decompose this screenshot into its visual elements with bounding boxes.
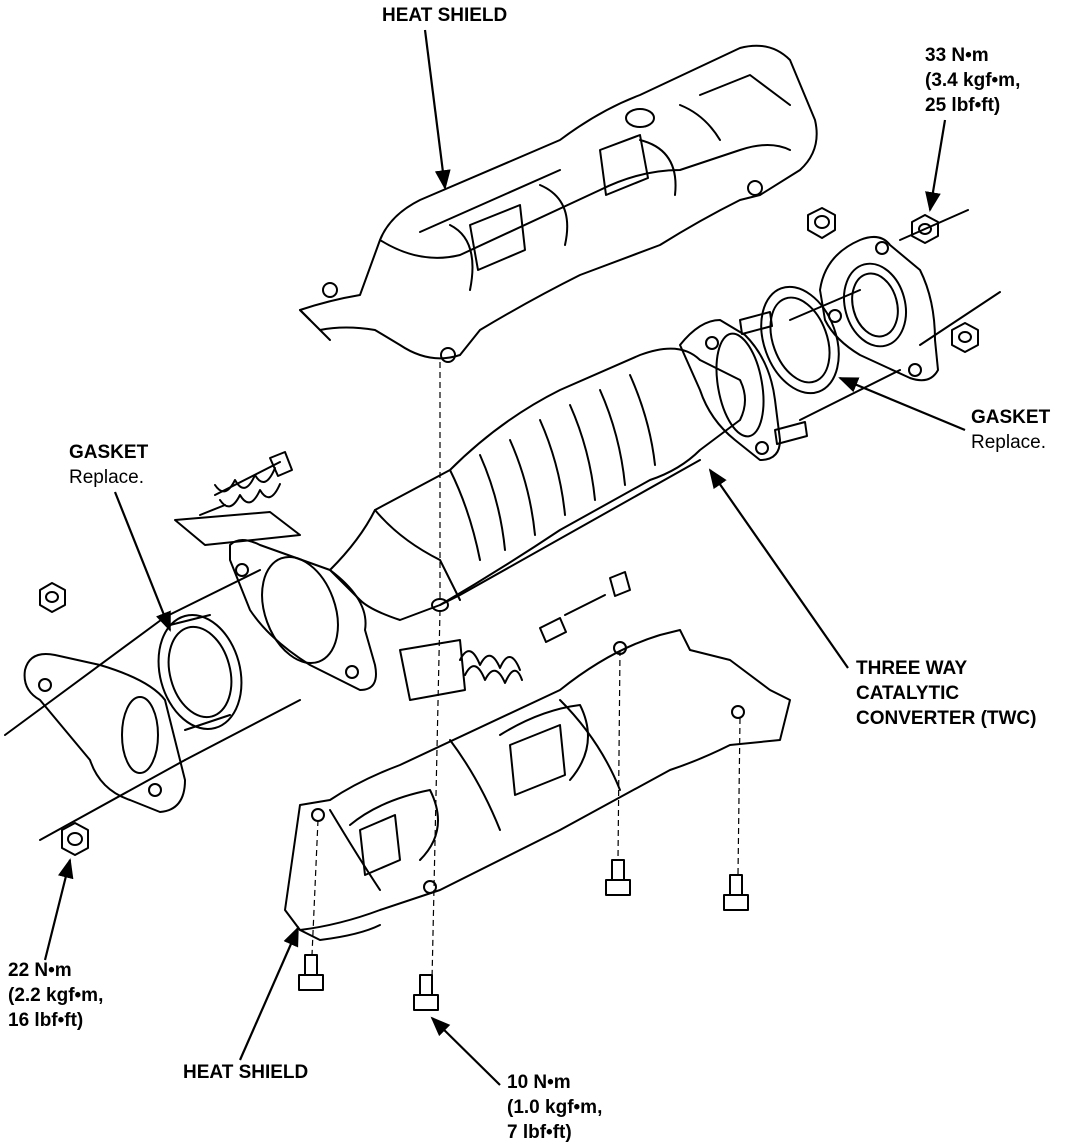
right-converter-flange [679,319,781,461]
nut-33nm [911,214,939,244]
left-pipe-flange [23,653,186,813]
label-torque-10: 10 N•m (1.0 kgf•m, 7 lbf•ft) [507,1070,602,1145]
label-twc: THREE WAY CATALYTIC CONVERTER (TWC) [856,656,1036,731]
torque-33-kgf: (3.4 kgf•m, [925,70,1021,91]
torque-10-lbf: 7 lbf•ft) [507,1122,572,1143]
twc-line2: CATALYTIC [856,683,960,704]
torque-22-lbf: 16 lbf•ft) [8,1010,84,1031]
label-heat-shield-top: HEAT SHIELD [382,5,508,26]
label-heat-shield-bottom: HEAT SHIELD [183,1062,309,1083]
arrow-heat-shield-top [423,29,451,190]
alignment-lines [311,362,741,981]
left-gasket [157,614,243,731]
arrow-gasket-left [113,491,172,632]
label-torque-22: 22 N•m (2.2 kgf•m, 16 lbf•ft) [8,958,103,1033]
exhaust-pipes [4,209,1001,841]
torque-22-kgf: (2.2 kgf•m, [8,985,104,1006]
arrow-torque-33 [925,119,947,212]
upper-heat-shield [299,44,818,363]
twc-body [329,347,746,621]
twc-line3: CONVERTER (TWC) [856,708,1037,729]
nut-top-center [807,207,836,239]
gasket-left-note: Replace. [69,467,144,488]
torque-10-value: 10 N•m [507,1072,571,1093]
label-gasket-left: GASKET Replace. [69,440,148,490]
gasket-right-title: GASKET [971,407,1051,428]
arrow-twc [708,468,849,669]
spring-bolt-upper [174,451,301,546]
twc-line1: THREE WAY [856,658,968,679]
torque-10-kgf: (1.0 kgf•m, [507,1097,603,1118]
arrow-torque-10 [430,1016,501,1086]
gasket-right-note: Replace. [971,432,1046,453]
label-gasket-right: GASKET Replace. [971,405,1050,455]
torque-22-value: 22 N•m [8,960,72,981]
arrow-torque-22 [43,858,74,961]
torque-33-value: 33 N•m [925,45,989,66]
spring-bolt-lower [399,571,631,701]
nut-22nm [61,822,89,856]
bolt-lower-2 [723,874,749,911]
arrow-gasket-right [838,376,966,432]
bolt-10nm [413,974,439,1011]
lower-heat-shield [284,629,791,941]
nut-left-upper [39,582,66,613]
flange-studs [739,311,808,445]
torque-33-lbf: 25 lbf•ft) [925,95,1001,116]
nut-right-lower [951,322,979,353]
right-gasket [760,285,840,395]
gasket-left-title: GASKET [69,442,149,463]
right-pipe-flange [819,235,939,382]
bolt-lower-1 [605,859,631,896]
left-converter-flange [229,539,377,691]
arrow-heat-shield-bottom [238,926,300,1061]
label-torque-33: 33 N•m (3.4 kgf•m, 25 lbf•ft) [925,43,1020,118]
bolt-lower-3 [298,954,324,991]
